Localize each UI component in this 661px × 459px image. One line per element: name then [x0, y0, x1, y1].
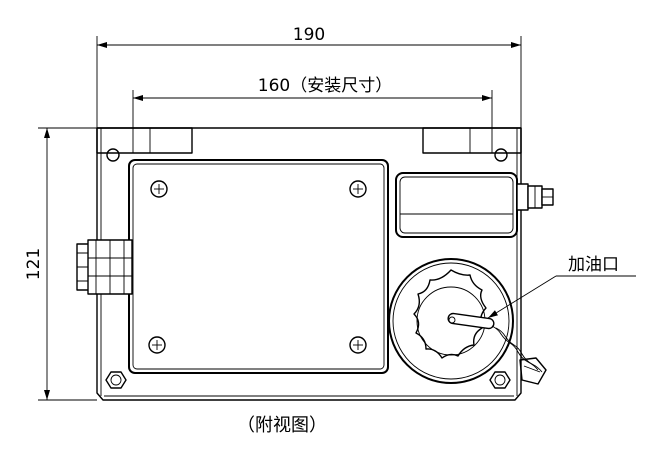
callout-label-oil-fill-port: 加油口: [568, 255, 619, 275]
oil-fill-cap: [388, 258, 514, 384]
cover-screw-bottom-left: [148, 336, 166, 354]
dimension-height: 121: [24, 127, 97, 401]
hex-nut-bottom-right: [489, 371, 511, 389]
retaining-chain: [491, 325, 547, 385]
mount-hole-top-left: [106, 148, 120, 162]
housing: [96, 127, 522, 401]
view-caption: （附视图）: [237, 415, 327, 436]
mounting-lug-left: [96, 127, 193, 154]
mounting-lug-right: [422, 127, 522, 154]
cable-gland: [76, 239, 133, 295]
dimension-mount-width: 160（安装尺寸）: [132, 76, 493, 128]
cover-screw-bottom-right: [349, 336, 367, 354]
dimension-label-overall-width: 190: [293, 25, 325, 45]
dimension-label-mount-width: 160（安装尺寸）: [258, 76, 392, 96]
dimension-label-height: 121: [24, 248, 44, 280]
hex-nut-bottom-left: [105, 371, 127, 389]
cover-plate: [128, 159, 389, 374]
sight-window: [395, 172, 518, 238]
dimension-overall-width: 190: [96, 25, 522, 128]
breather-fitting: [516, 183, 554, 211]
cover-screw-top-right: [349, 180, 367, 198]
callout-oil-fill-port: 加油口: [487, 255, 636, 319]
mount-hole-top-right: [494, 148, 508, 162]
cover-screw-top-left: [150, 180, 168, 198]
